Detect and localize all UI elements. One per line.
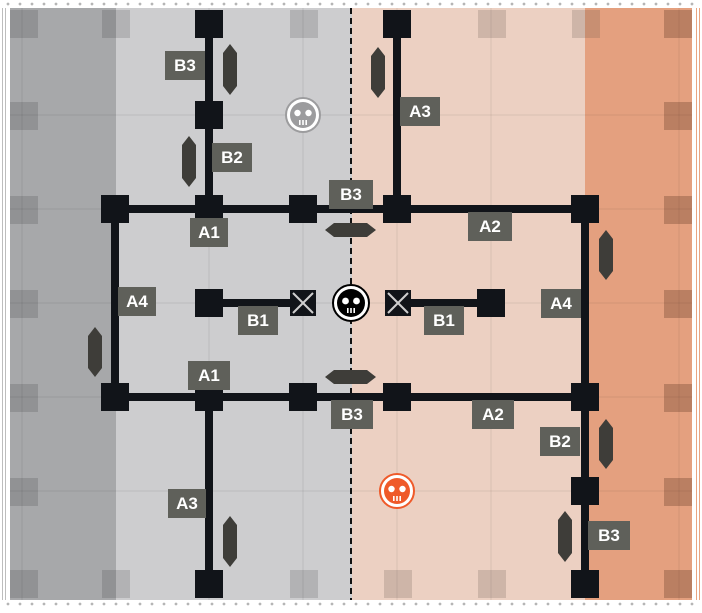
orange-team-outer-zone: [585, 8, 692, 600]
wall-joints: [101, 10, 599, 598]
zone-label: A2: [472, 400, 514, 429]
zone-label: A3: [168, 489, 206, 518]
zone-label: A4: [118, 287, 156, 316]
zone-label: B1: [238, 306, 278, 335]
zone-label: B1: [424, 306, 464, 335]
zone-label: A1: [188, 361, 230, 390]
cover-obstacles: [88, 44, 613, 567]
zone-label: B2: [540, 427, 580, 456]
zone-label: A3: [400, 97, 440, 126]
zone-label: B2: [212, 143, 252, 172]
edge-markers: [10, 10, 692, 598]
x-block-right: [385, 290, 411, 316]
zone-label: B3: [588, 521, 630, 550]
zone-label: B3: [165, 51, 205, 80]
x-block-left: [290, 290, 316, 316]
skull-icon: [379, 473, 415, 509]
skull-icon: [285, 97, 321, 133]
zone-label: B3: [331, 400, 373, 429]
zone-label: A4: [541, 289, 581, 318]
zone-label: B3: [329, 180, 373, 209]
gray-team-outer-zone: [10, 8, 116, 600]
zone-label: A1: [190, 218, 228, 247]
skull-icon: [332, 284, 370, 322]
zone-label: A2: [468, 212, 512, 241]
